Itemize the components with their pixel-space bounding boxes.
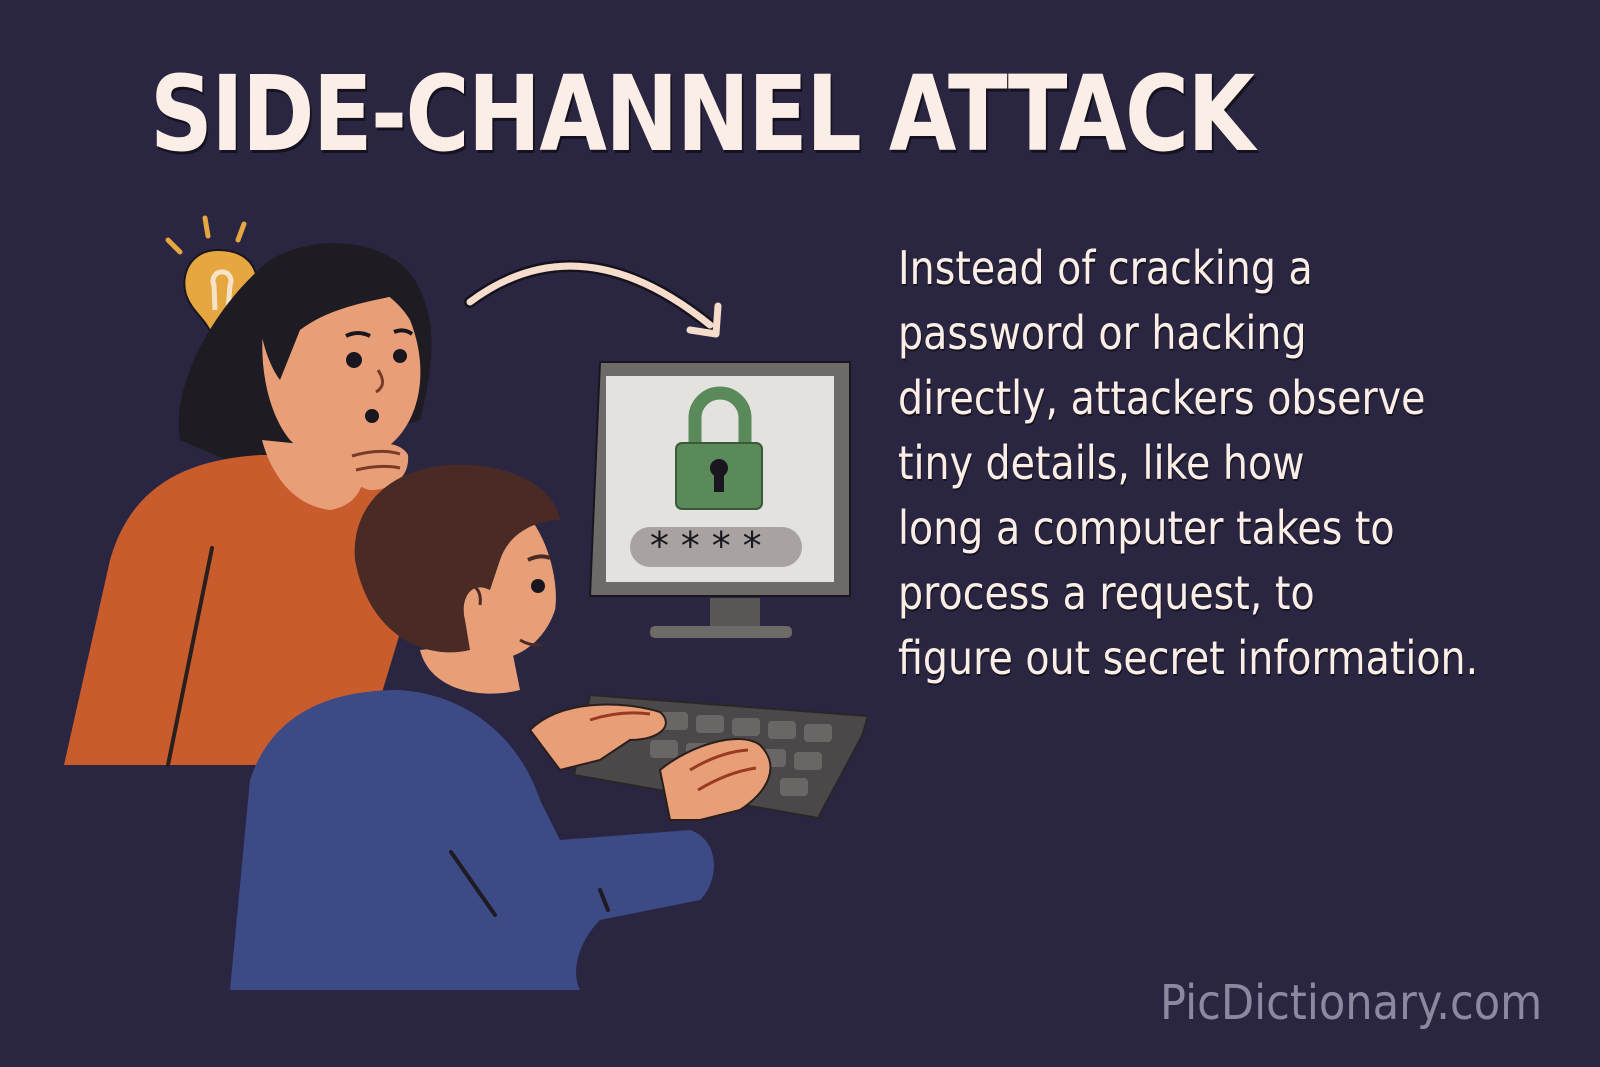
- page-title: SIDE-CHANNEL ATTACK: [150, 53, 1255, 175]
- description: Instead of cracking a password or hackin…: [898, 236, 1478, 691]
- woman-figure: [64, 455, 412, 765]
- description-line: password or hacking: [898, 306, 1307, 360]
- description-line: process a request, to: [898, 566, 1315, 620]
- description-line: directly, attackers observe: [898, 371, 1426, 425]
- watermark: PicDictionary.com: [1160, 975, 1543, 1031]
- padlock-icon: [675, 386, 763, 510]
- arrow-icon: [464, 260, 722, 338]
- man-figure: [230, 690, 714, 990]
- password-mask: ****: [648, 524, 772, 568]
- description-line: tiny details, like how: [898, 436, 1305, 490]
- description-line: Instead of cracking a: [898, 241, 1313, 295]
- description-line: long a computer takes to: [898, 501, 1395, 555]
- description-line: figure out secret information.: [898, 631, 1479, 685]
- password-field: [630, 527, 802, 567]
